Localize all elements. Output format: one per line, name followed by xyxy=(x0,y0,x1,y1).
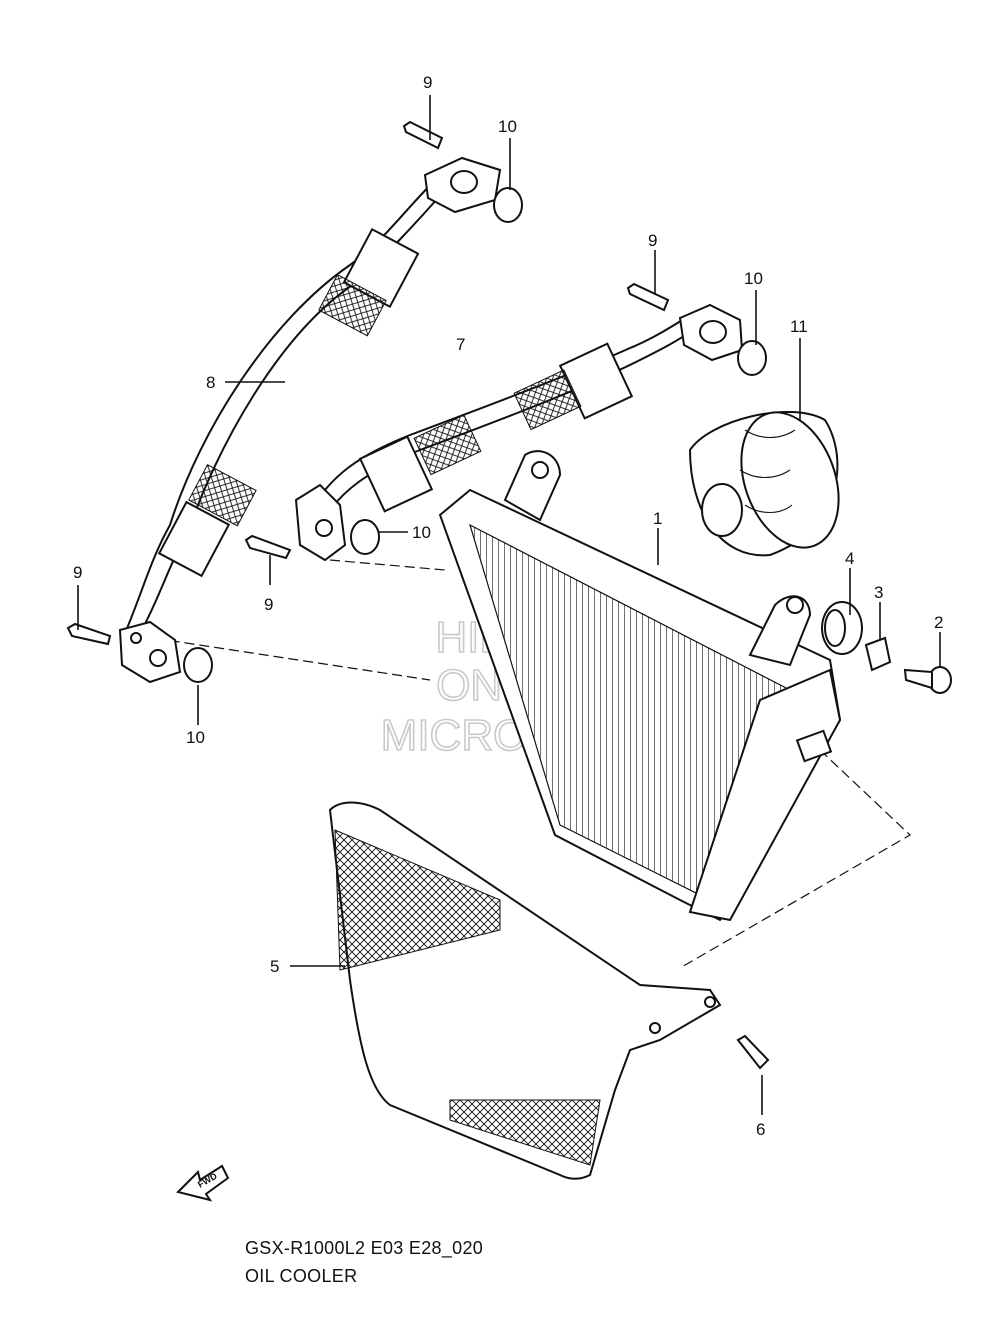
callout-1: 1 xyxy=(653,509,662,528)
callout-9-right: 9 xyxy=(648,231,657,250)
leader-lines xyxy=(77,95,941,1115)
assembly-lines xyxy=(139,559,911,969)
collar-part-3 xyxy=(864,636,892,672)
assembly-line-upper-hose xyxy=(329,559,446,571)
callout-7: 7 xyxy=(456,335,465,354)
o-ring-10-middle xyxy=(350,519,380,555)
o-ring-10-bottom xyxy=(183,647,213,683)
fasteners xyxy=(66,120,770,1070)
callout-10-top: 10 xyxy=(498,117,517,136)
bolt-9-right xyxy=(626,282,670,312)
callout-2: 2 xyxy=(934,613,943,632)
diagram-title: OIL COOLER xyxy=(245,1266,358,1286)
bolt-9-top xyxy=(402,120,444,150)
bolt-part-6 xyxy=(736,1034,770,1070)
fwd-arrow: FWD xyxy=(176,1164,230,1202)
callout-10-bottom: 10 xyxy=(186,728,205,747)
bolt-9-left xyxy=(66,622,112,646)
callout-9-left: 9 xyxy=(73,563,82,582)
hose-lower xyxy=(118,156,502,684)
callout-6: 6 xyxy=(756,1120,765,1139)
callout-9-middle: 9 xyxy=(264,595,273,614)
oil-filter xyxy=(688,411,840,557)
callout-11: 11 xyxy=(790,317,808,336)
diagram-model-code: GSX-R1000L2 E03 E28_020 xyxy=(245,1238,484,1258)
callout-10-middle: 10 xyxy=(412,523,431,542)
callout-9-top: 9 xyxy=(423,73,432,92)
assembly-line-bracket xyxy=(679,749,911,969)
o-ring-10-right xyxy=(737,340,767,376)
bolt-9-middle xyxy=(244,534,292,560)
small-parts xyxy=(821,601,952,694)
callout-3: 3 xyxy=(874,583,883,602)
callout-10-right: 10 xyxy=(744,269,763,288)
cooler-guard xyxy=(328,801,722,1180)
callout-5: 5 xyxy=(270,957,279,976)
o-ring-10-top xyxy=(493,187,523,223)
callout-8: 8 xyxy=(206,373,215,392)
callout-4: 4 xyxy=(845,549,854,568)
callouts: 9 10 9 10 11 7 8 1 10 4 9 3 9 2 10 5 6 xyxy=(73,73,943,1139)
assembly-line-lower-hose xyxy=(139,635,431,681)
oil-cooler-core xyxy=(438,450,842,922)
hose-upper xyxy=(294,303,744,562)
